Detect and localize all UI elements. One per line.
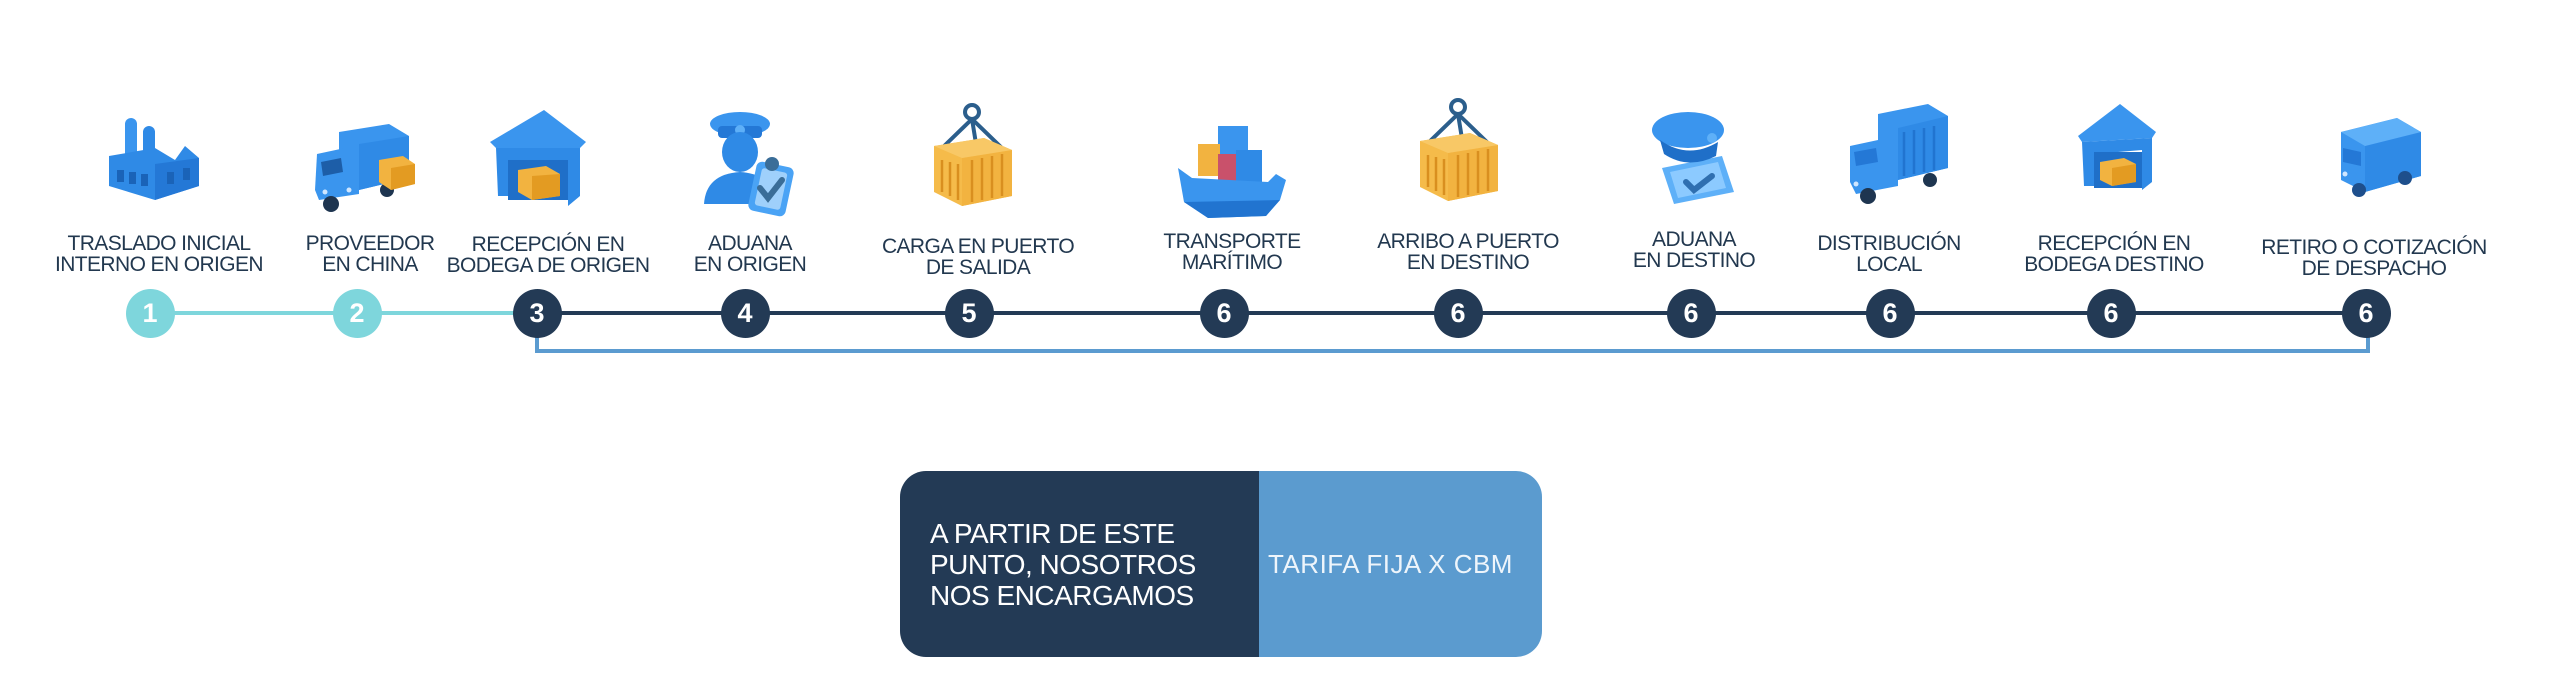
step-marker-1: 1 xyxy=(125,288,175,338)
customs-stamp-icon xyxy=(1630,104,1750,214)
cargo-truck-icon xyxy=(1838,98,1958,208)
factory-icon xyxy=(95,108,215,218)
step-marker-6: 6 xyxy=(1865,288,1915,338)
delivery-truck-icon xyxy=(305,110,425,220)
service-callout-message: A PARTIR DE ESTE PUNTO, NOSOTROS NOS ENC… xyxy=(900,471,1259,657)
step-marker-5: 5 xyxy=(944,288,994,338)
warehouse-icon xyxy=(478,104,598,214)
cargo-ship-icon xyxy=(1172,116,1292,226)
step-marker-6: 6 xyxy=(2341,288,2391,338)
step-marker-6: 6 xyxy=(1666,288,1716,338)
van-icon xyxy=(2315,102,2435,212)
step-marker-2: 2 xyxy=(332,288,382,338)
step-marker-6: 6 xyxy=(2086,288,2136,338)
step-marker-6: 6 xyxy=(1433,288,1483,338)
step-marker-4: 4 xyxy=(720,288,770,338)
hoisted-crate-icon xyxy=(1398,95,1518,205)
service-callout: A PARTIR DE ESTE PUNTO, NOSOTROS NOS ENC… xyxy=(900,471,1542,657)
step-marker-3: 3 xyxy=(512,288,562,338)
hoisted-crate-icon xyxy=(912,100,1032,210)
customs-officer-icon xyxy=(690,108,810,218)
fixed-rate-label: TARIFA FIJA X CBM xyxy=(1259,471,1542,657)
warehouse-icon xyxy=(2058,98,2178,208)
step-marker-6: 6 xyxy=(1199,288,1249,338)
